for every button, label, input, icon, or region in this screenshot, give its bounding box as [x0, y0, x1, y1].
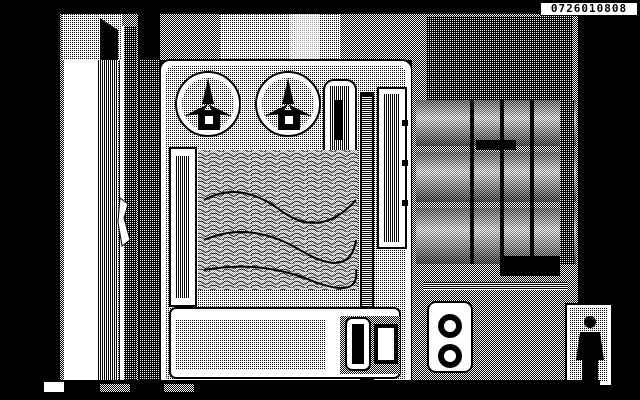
indicator-strip[interactable] [360, 87, 408, 382]
cylinder-stack[interactable] [416, 100, 576, 276]
tape-reel-right[interactable] [255, 71, 321, 137]
speaker-unit[interactable] [427, 301, 473, 373]
exit-door-silhouette[interactable] [565, 303, 613, 387]
score-counter: 0726010808 [540, 2, 638, 16]
machine-lever[interactable] [345, 317, 398, 371]
left-wall [60, 14, 140, 396]
door-handle[interactable] [117, 197, 131, 247]
tape-reel-left[interactable] [175, 71, 241, 137]
cable-bundle[interactable] [198, 150, 358, 290]
left-rail [169, 147, 197, 307]
